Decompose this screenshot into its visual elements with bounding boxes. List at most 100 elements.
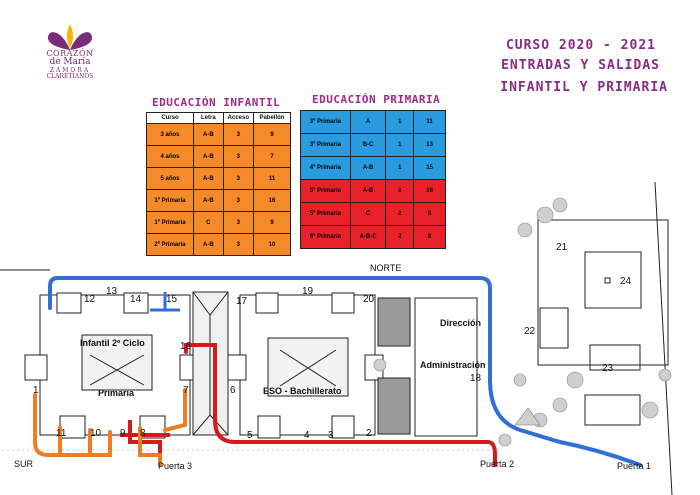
table-cell: A-B: [192, 167, 224, 190]
label-infantil: Infantil 2º Ciclo: [80, 338, 145, 348]
table-cell: 9: [252, 211, 292, 234]
orange-route: [33, 388, 187, 467]
num-2: 2: [366, 428, 372, 439]
title-line1: CURSO 2020 - 2021: [505, 38, 656, 53]
label-direccion: Dirección: [440, 318, 482, 328]
primaria-heading: EDUCACIÓN PRIMARIA: [312, 93, 441, 106]
table-cell: A: [349, 110, 387, 134]
table-cell: B-C: [349, 133, 387, 157]
num-20: 20: [363, 294, 375, 305]
complex-21-24: [537, 219, 669, 366]
table-cell: 10: [252, 233, 292, 256]
label-puerta2: Puerta 2: [480, 459, 515, 469]
table-cell: A-B: [192, 189, 224, 212]
num-22: 22: [524, 326, 536, 337]
table-cell: 2: [385, 225, 415, 249]
label-puerta3: Puerta 3: [158, 461, 193, 471]
table-cell: 6º Primaria: [300, 225, 351, 249]
table-cell: 2: [385, 179, 415, 203]
table-cell: C: [349, 202, 387, 226]
label-puerta1: Puerta 1: [617, 461, 652, 471]
table-cell: 15: [413, 156, 446, 180]
table-cell: A-B: [192, 123, 224, 146]
num-1: 1: [33, 385, 39, 396]
table-cell: A-B: [349, 156, 387, 180]
title-line2: ENTRADAS Y SALIDAS: [501, 58, 660, 73]
num-14: 14: [130, 294, 142, 305]
table-cell: 7: [252, 145, 292, 168]
direccion-building: [414, 297, 478, 437]
label-norte: NORTE: [370, 263, 402, 273]
num-3: 3: [328, 430, 334, 441]
table-cell: 2: [385, 202, 415, 226]
label-eso: ESO - Bachillerato: [263, 386, 342, 396]
table-cell: 1º Primaria: [146, 189, 194, 212]
logo-line2: de María: [49, 57, 91, 68]
num-9: 9: [120, 428, 126, 439]
red-route: [184, 343, 497, 467]
table-cell: A-B-C: [349, 225, 387, 249]
table-cell: 3: [222, 189, 254, 212]
logo-line3: ZAMORA: [49, 66, 91, 74]
title-line3: INFANTIL Y PRIMARIA: [500, 80, 668, 95]
logo-line4: CLARETIANOS: [46, 73, 94, 81]
logo-mark: [48, 24, 92, 50]
num-13: 13: [106, 286, 118, 297]
num-19: 19: [302, 286, 314, 297]
logo-line1: CORAZÓN: [46, 49, 94, 58]
num-15: 15: [166, 294, 178, 305]
num-11: 11: [56, 428, 67, 439]
num-21: 21: [556, 242, 568, 253]
table-cell: 4 años: [146, 145, 194, 168]
label-primaria: Primaria: [98, 388, 135, 398]
table-cell: 3: [222, 233, 254, 256]
table-cell: 8: [413, 202, 446, 226]
col-pabellon: Pabellón: [252, 112, 292, 124]
table-cell: 1: [385, 156, 415, 180]
table-cell: 4º Primaria: [300, 156, 351, 180]
table-cell: 5 años: [146, 167, 194, 190]
table-cell: 3º Primaria: [300, 110, 351, 134]
table-cell: 8: [413, 225, 446, 249]
num-4: 4: [304, 430, 310, 441]
infantil-heading: EDUCACIÓN INFANTIL: [152, 96, 281, 109]
table-cell: 3: [222, 123, 254, 146]
table-cell: 16: [252, 189, 292, 212]
table-cell: 5º Primaria: [300, 179, 351, 203]
num-24: 24: [620, 276, 632, 287]
table-cell: 3 años: [146, 123, 194, 146]
table-cell: A-B: [349, 179, 387, 203]
table-cell: 11: [252, 167, 292, 190]
num-12: 12: [84, 294, 96, 305]
num-7: 7: [183, 385, 189, 396]
blue-route: [48, 276, 642, 467]
num-5: 5: [247, 430, 253, 441]
table-cell: 3º Primaria: [300, 133, 351, 157]
num-18: 18: [470, 373, 482, 384]
logo-text: CORAZÓN de María ZAMORA CLARETIANOS: [30, 49, 110, 81]
school-map: [0, 181, 673, 495]
label-administracion: Administración: [420, 360, 486, 370]
table-cell: 2º Primaria: [146, 233, 194, 256]
table-cell: 1: [385, 110, 415, 134]
num-17: 17: [236, 296, 248, 307]
table-cell: 9: [252, 123, 292, 146]
col-curso: Curso: [146, 112, 194, 124]
table-cell: 5º Primaria: [300, 202, 351, 226]
table-cell: 1: [385, 133, 415, 157]
num-16: 16: [180, 341, 192, 352]
table-cell: 16: [413, 179, 446, 203]
num-10: 10: [90, 428, 102, 439]
col-acceso: Acceso: [222, 112, 254, 124]
